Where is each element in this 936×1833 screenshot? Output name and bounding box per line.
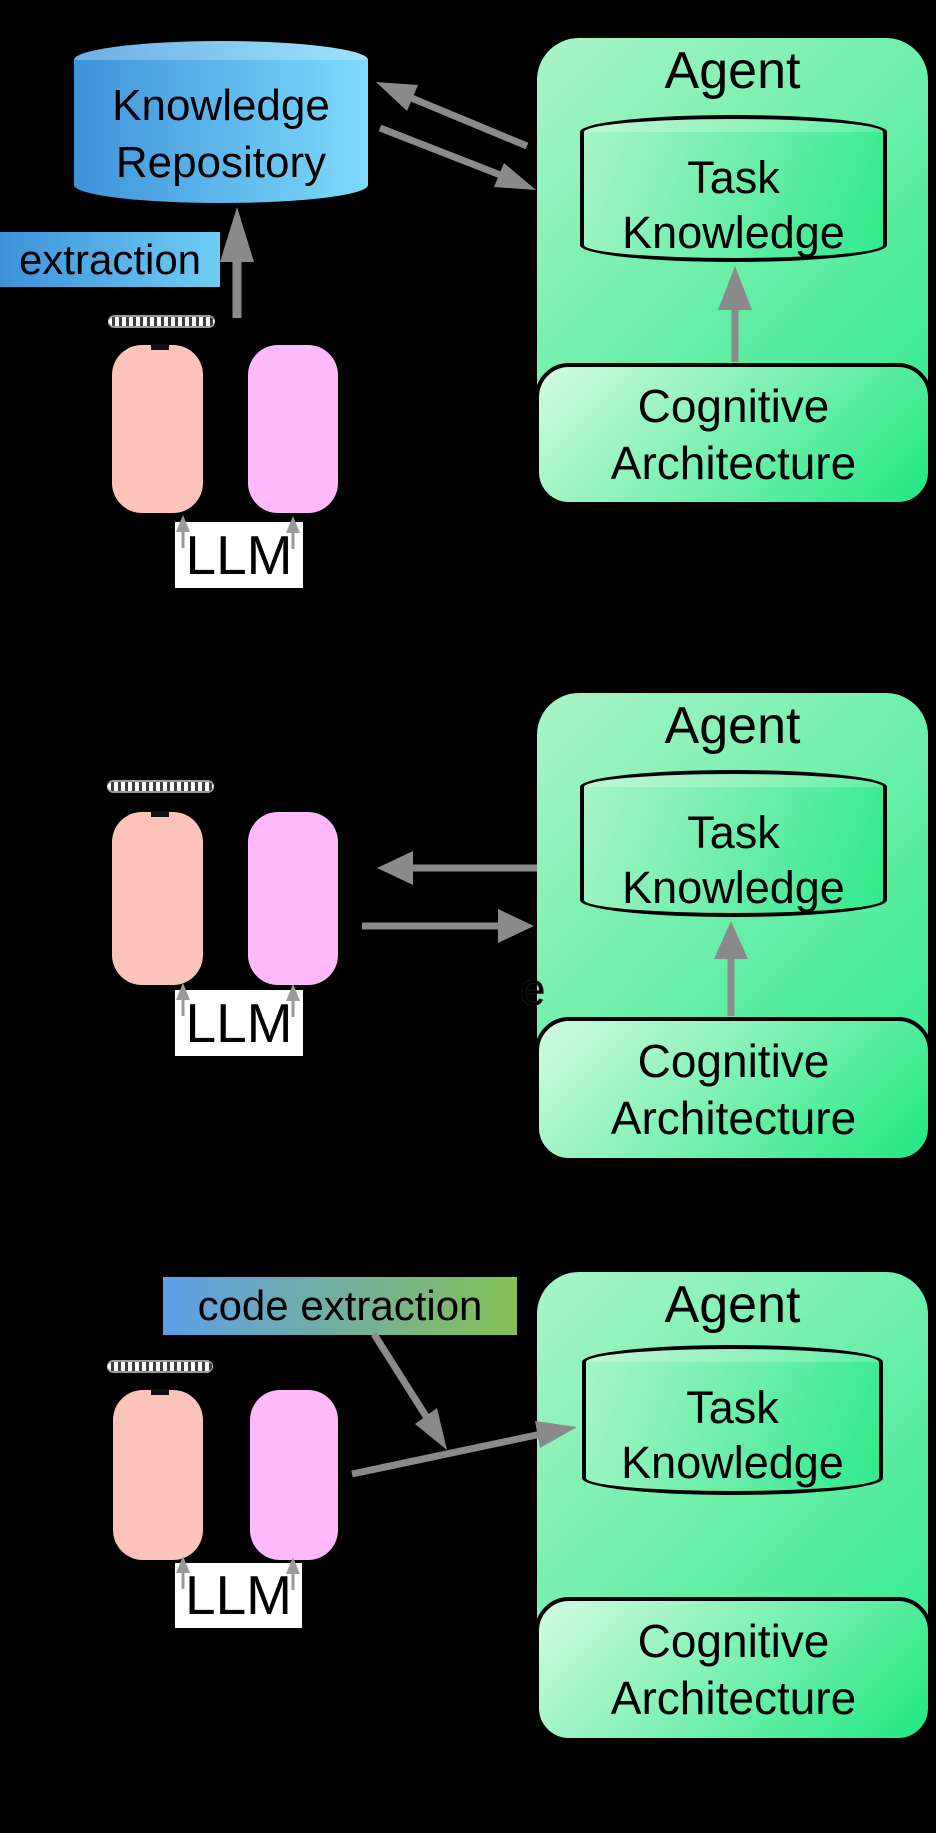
llm-block-salmon — [112, 345, 203, 513]
arrow-repository-to-agent — [378, 124, 536, 190]
llm-label-box-3: LLM — [175, 1563, 302, 1628]
cognitive-line1: Cognitive — [637, 379, 830, 432]
llm-label: LLM — [185, 523, 293, 586]
notch-mark — [151, 1389, 169, 1395]
task-knowledge-cylinder-3: Task Knowledge — [582, 1345, 883, 1495]
code-extraction-label: code extraction — [163, 1277, 517, 1335]
llm-block-salmon — [113, 1390, 203, 1560]
cognitive-line2: Architecture — [610, 436, 857, 489]
cylinder-body — [70, 60, 372, 207]
hatched-bar-icon — [107, 780, 214, 793]
llm-block-magenta — [250, 1390, 338, 1560]
knowledge-repository-label: Knowledge Repository — [70, 77, 372, 191]
task-knowledge-cylinder-1: Task Knowledge — [580, 115, 887, 262]
llm-label-box-2: LLM — [175, 990, 303, 1056]
repository-line1: Knowledge — [112, 81, 330, 130]
extraction-label: extraction — [0, 232, 220, 287]
cognitive-line1: Cognitive — [637, 1034, 830, 1087]
arrow-code-extraction-pointer — [371, 1332, 447, 1450]
agent-title: Agent — [664, 697, 801, 755]
notch-mark — [151, 344, 169, 350]
arrow-agent-to-repository — [376, 82, 529, 150]
hatched-bar-icon — [108, 315, 215, 328]
llm-label: LLM — [185, 991, 293, 1054]
llm-block-salmon — [112, 812, 203, 985]
agent-title: Agent — [664, 42, 801, 100]
task-line2: Knowledge — [622, 207, 845, 258]
llm-label-box-1: LLM — [175, 522, 303, 588]
task-line2: Knowledge — [621, 1437, 844, 1488]
knowledge-repository-cylinder: Knowledge Repository — [70, 37, 372, 207]
arrow-llm-to-agent — [362, 909, 534, 943]
cognitive-architecture-box-2: Cognitive Architecture — [535, 1017, 932, 1162]
task-line2: Knowledge — [622, 862, 845, 913]
llm-label: LLM — [185, 1564, 292, 1626]
llm-block-magenta — [248, 812, 338, 985]
cognitive-line2: Architecture — [610, 1671, 857, 1724]
agent-title: Agent — [664, 1276, 801, 1334]
cognitive-architecture-box-3: Cognitive Architecture — [535, 1597, 932, 1742]
task-knowledge-label: Task Knowledge — [580, 150, 887, 260]
cognitive-architecture-box-1: Cognitive Architecture — [535, 363, 932, 506]
llm-block-magenta — [248, 345, 338, 513]
arrow-agent-to-llm — [377, 851, 537, 885]
hatched-bar-icon — [107, 1360, 213, 1373]
task-line1: Task — [687, 152, 780, 203]
partial-letter-e: e — [520, 963, 546, 1015]
cylinder-body — [580, 132, 887, 262]
cylinder-body — [580, 787, 887, 917]
task-line1: Task — [686, 1382, 779, 1433]
task-knowledge-label: Task Knowledge — [582, 1380, 883, 1490]
task-knowledge-label: Task Knowledge — [580, 805, 887, 915]
repository-line2: Repository — [115, 138, 327, 187]
cylinder-body — [582, 1362, 883, 1495]
notch-mark — [151, 811, 169, 817]
task-line1: Task — [687, 807, 780, 858]
arrow-extraction-up — [220, 207, 254, 318]
cognitive-line1: Cognitive — [637, 1614, 830, 1667]
task-knowledge-cylinder-2: Task Knowledge — [580, 770, 887, 917]
cognitive-line2: Architecture — [610, 1091, 857, 1144]
